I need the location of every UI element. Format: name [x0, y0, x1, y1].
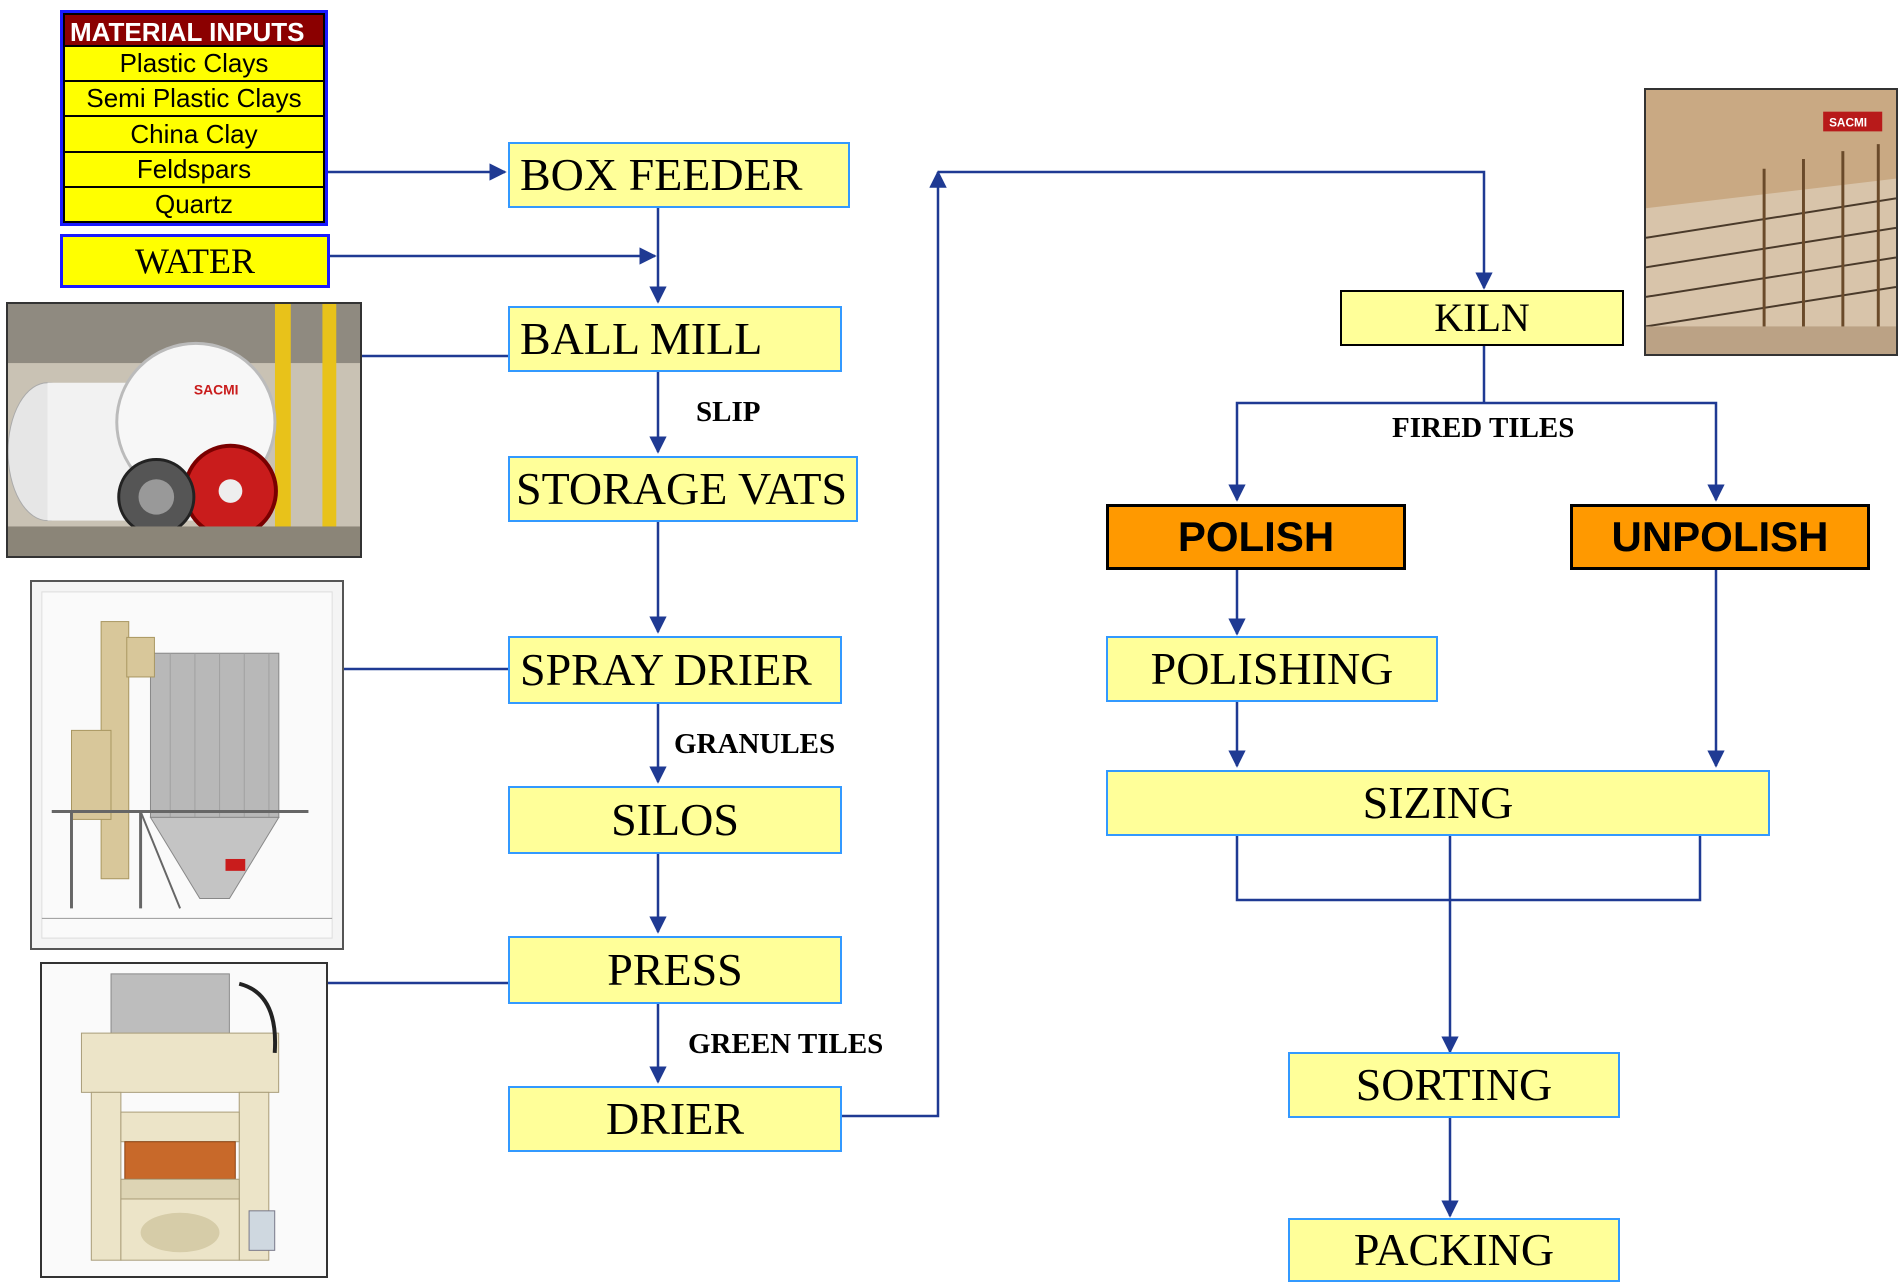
kiln-step: KILN [1340, 290, 1624, 346]
material-input-item: Feldspars [63, 152, 325, 188]
arrow-to-kiln [938, 170, 1493, 290]
box-feeder-step: BOX FEEDER [508, 142, 850, 208]
material-input-item: Quartz [63, 187, 325, 224]
drier-step: DRIER [508, 1086, 842, 1152]
edge-label-green-tiles: GREEN TILES [688, 1028, 884, 1060]
sizing-step: SIZING [1106, 770, 1770, 836]
spray-drier-step: SPRAY DRIER [508, 636, 842, 704]
ball-mill-step: BALL MILL [508, 306, 842, 372]
photo-brand-text: SACMI [194, 382, 239, 398]
material-input-item: China Clay [63, 117, 325, 153]
kiln-photo: SACMI [1644, 88, 1898, 356]
edge-label-granules: GRANULES [674, 728, 836, 760]
storage-vats-step: STORAGE VATS [508, 456, 858, 522]
material-input-item: Semi Plastic Clays [63, 82, 325, 118]
polish-step: POLISH [1106, 504, 1406, 570]
press-step: PRESS [508, 936, 842, 1004]
material-input-item: Plastic Clays [63, 47, 325, 83]
edge-label-fired-tiles: FIRED TILES [1392, 412, 1575, 444]
water-box: WATER [60, 234, 330, 288]
material-inputs-header: MATERIAL INPUTS [63, 13, 325, 47]
silos-step: SILOS [508, 786, 842, 854]
packing-step: PACKING [1288, 1218, 1620, 1282]
arrow-drier-to-kiln-up [842, 170, 947, 1118]
press-photo [40, 962, 328, 1278]
ball-mill-photo: SACMI [6, 302, 362, 558]
material-inputs-table: MATERIAL INPUTS Plastic Clays Semi Plast… [60, 10, 328, 226]
polishing-step: POLISHING [1106, 636, 1438, 702]
kiln-photo-brand-text: SACMI [1829, 115, 1867, 129]
edge-label-slip: SLIP [696, 396, 761, 428]
spray-drier-photo [30, 580, 344, 950]
unpolish-step: UNPOLISH [1570, 504, 1870, 570]
sorting-step: SORTING [1288, 1052, 1620, 1118]
